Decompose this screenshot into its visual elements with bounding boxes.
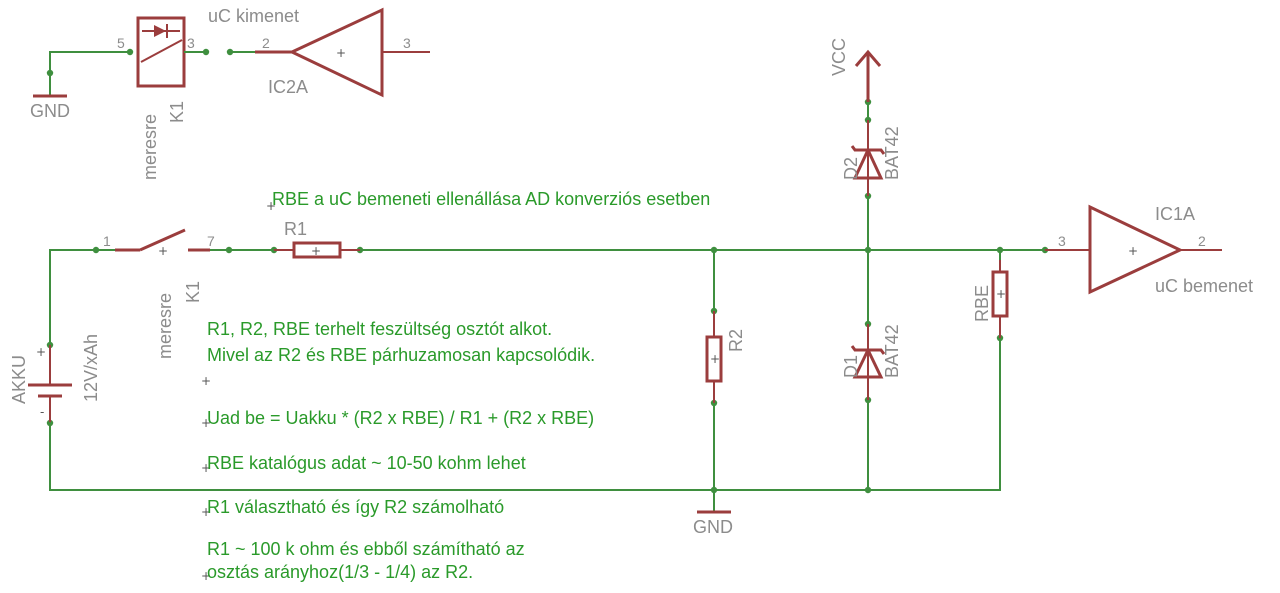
k1-bottom-pin-7: 7: [207, 233, 215, 249]
relay-k1-top: [136, 16, 234, 88]
k1-bottom-value: meresre: [155, 293, 175, 359]
rbe-label: RBE: [972, 285, 992, 322]
svg-text:+: +: [710, 352, 720, 366]
note-line1: R1, R2, RBE terhelt feszültség osztót al…: [207, 319, 552, 339]
note-r1-choice: R1 választható és így R2 számolható: [207, 497, 504, 517]
k1-top-pin-5: 5: [117, 35, 125, 51]
k1-top-value: meresre: [140, 114, 160, 180]
r2-label: R2: [726, 329, 746, 352]
vcc-label: VCC: [829, 38, 849, 76]
vcc-symbol: [854, 49, 882, 102]
ic2a-pin-out: 3: [403, 35, 411, 51]
ic2a-label: IC2A: [268, 77, 308, 97]
ic1a-label: IC1A: [1155, 204, 1195, 224]
svg-text:+: +: [201, 416, 211, 430]
svg-text:+: +: [201, 569, 211, 583]
svg-text:+: +: [336, 46, 346, 60]
note-line2: Mivel az R2 és RBE párhuzamosan kapcsoló…: [207, 345, 595, 365]
k1-top-name: K1: [167, 101, 187, 123]
svg-text:+: +: [996, 287, 1006, 301]
gnd-bottom-label: GND: [693, 517, 733, 537]
akku-value: 12V/xAh: [81, 334, 101, 402]
diode-d2: [850, 120, 886, 196]
d2-value: BAT42: [882, 126, 902, 180]
ic2a-pin-in: 2: [262, 35, 270, 51]
opamp-ic1a: +: [1045, 204, 1222, 295]
uc-bemenet-label: uC bemenet: [1155, 276, 1253, 296]
resistor-r1: +: [274, 241, 360, 259]
svg-text:+: +: [201, 461, 211, 475]
k1-bottom-pin-1: 1: [103, 233, 111, 249]
resistor-r2: +: [705, 311, 723, 403]
akku-label: AKKU: [9, 355, 29, 404]
ic1a-pin-in: 3: [1058, 233, 1066, 249]
k1-top-pin-3: 3: [187, 35, 195, 51]
svg-text:+: +: [36, 345, 46, 359]
note-catalog: RBE katalógus adat ~ 10-50 kohm lehet: [207, 453, 526, 473]
note-origin-marks: + + + + + +: [201, 199, 276, 583]
opamp-ic2a: +: [230, 7, 430, 98]
gnd-top-label: GND: [30, 101, 70, 121]
main-wires: [49, 102, 1045, 512]
note-formula: Uad be = Uakku * (R2 x RBE) / R1 + (R2 x…: [207, 408, 594, 428]
note-calc2: osztás arányhoz(1/3 - 1/4) az R2.: [207, 562, 473, 582]
note-rbe-title: RBE a uC bemeneti ellenállása AD konverz…: [272, 189, 710, 209]
d1-label: D1: [841, 355, 861, 378]
svg-text:+: +: [158, 244, 168, 258]
battery-akku: + -: [28, 345, 72, 422]
svg-text:+: +: [201, 505, 211, 519]
r1-label: R1: [284, 219, 307, 239]
svg-text:-: -: [40, 405, 44, 419]
top-gnd-symbol: [33, 48, 134, 98]
svg-text:+: +: [311, 244, 321, 258]
svg-text:+: +: [1128, 244, 1138, 258]
uc-kimenet-label: uC kimenet: [208, 6, 299, 26]
d1-value: BAT42: [882, 324, 902, 378]
d2-label: D2: [841, 157, 861, 180]
ic1a-pin-out: 2: [1198, 233, 1206, 249]
svg-text:+: +: [201, 374, 211, 388]
diode-d1: [850, 324, 886, 400]
k1-bottom-name: K1: [183, 281, 203, 303]
note-calc1: R1 ~ 100 k ohm és ebből számítható az: [207, 539, 525, 559]
svg-text:+: +: [266, 199, 276, 213]
resistor-rbe: +: [991, 260, 1009, 338]
switch-k1-bottom: +: [96, 228, 229, 258]
